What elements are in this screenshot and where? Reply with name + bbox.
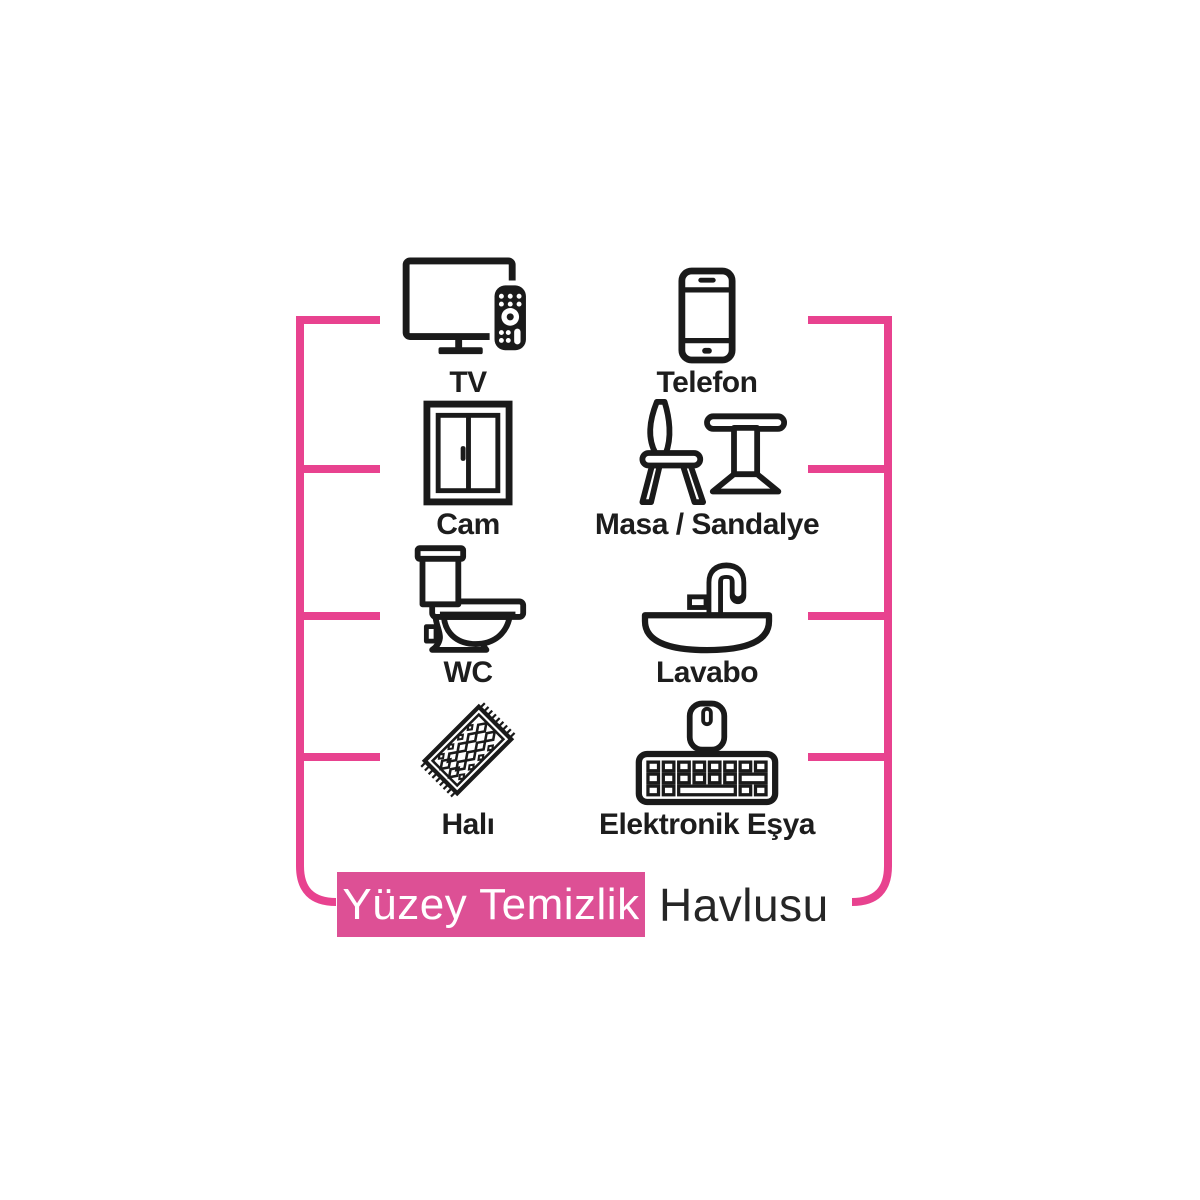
item-lavabo: Lavabo (567, 542, 847, 690)
item-label: Halı (441, 808, 495, 841)
lavabo-icon-box (639, 542, 775, 654)
item-label: Elektronik Eşya (599, 808, 815, 841)
tv-remote-icon (402, 257, 531, 356)
title-plain-text: Havlusu (659, 878, 829, 931)
item-label: WC (443, 656, 493, 689)
hali-icon-box (412, 694, 524, 806)
item-label: Lavabo (655, 656, 759, 689)
table-and-chair-icon (639, 398, 788, 506)
elektronik-esya-icon-box (635, 694, 779, 806)
smartphone-icon (678, 267, 736, 364)
item-telefon: Telefon (567, 252, 847, 400)
title-highlighted-text: Yüzey Temizlik (342, 879, 640, 929)
item-label: Cam (436, 508, 500, 541)
item-hali: Halı (328, 694, 608, 842)
tv-icon-box (399, 252, 537, 364)
sink-icon (641, 562, 773, 654)
title-highlight-box: Yüzey Temizlik (337, 872, 645, 937)
item-label: Masa / Sandalye (594, 508, 820, 541)
item-label: TV (449, 366, 487, 399)
item-label: Telefon (656, 366, 758, 399)
keyboard-and-mouse-icon (635, 700, 779, 806)
window-icon (423, 400, 513, 506)
masa-sandalye-icon-box (626, 394, 788, 506)
toilet-icon (414, 545, 527, 653)
item-elektronik-esya: Elektronik Eşya (567, 694, 847, 842)
telefon-icon-box (678, 252, 736, 364)
carpet-icon (420, 702, 516, 798)
item-tv: TV (328, 252, 608, 400)
cam-icon-box (423, 394, 513, 506)
wc-icon-box (407, 542, 529, 654)
item-wc: WC (328, 542, 608, 690)
item-masa-sandalye: Masa / Sandalye (567, 394, 847, 542)
item-cam: Cam (328, 394, 608, 542)
